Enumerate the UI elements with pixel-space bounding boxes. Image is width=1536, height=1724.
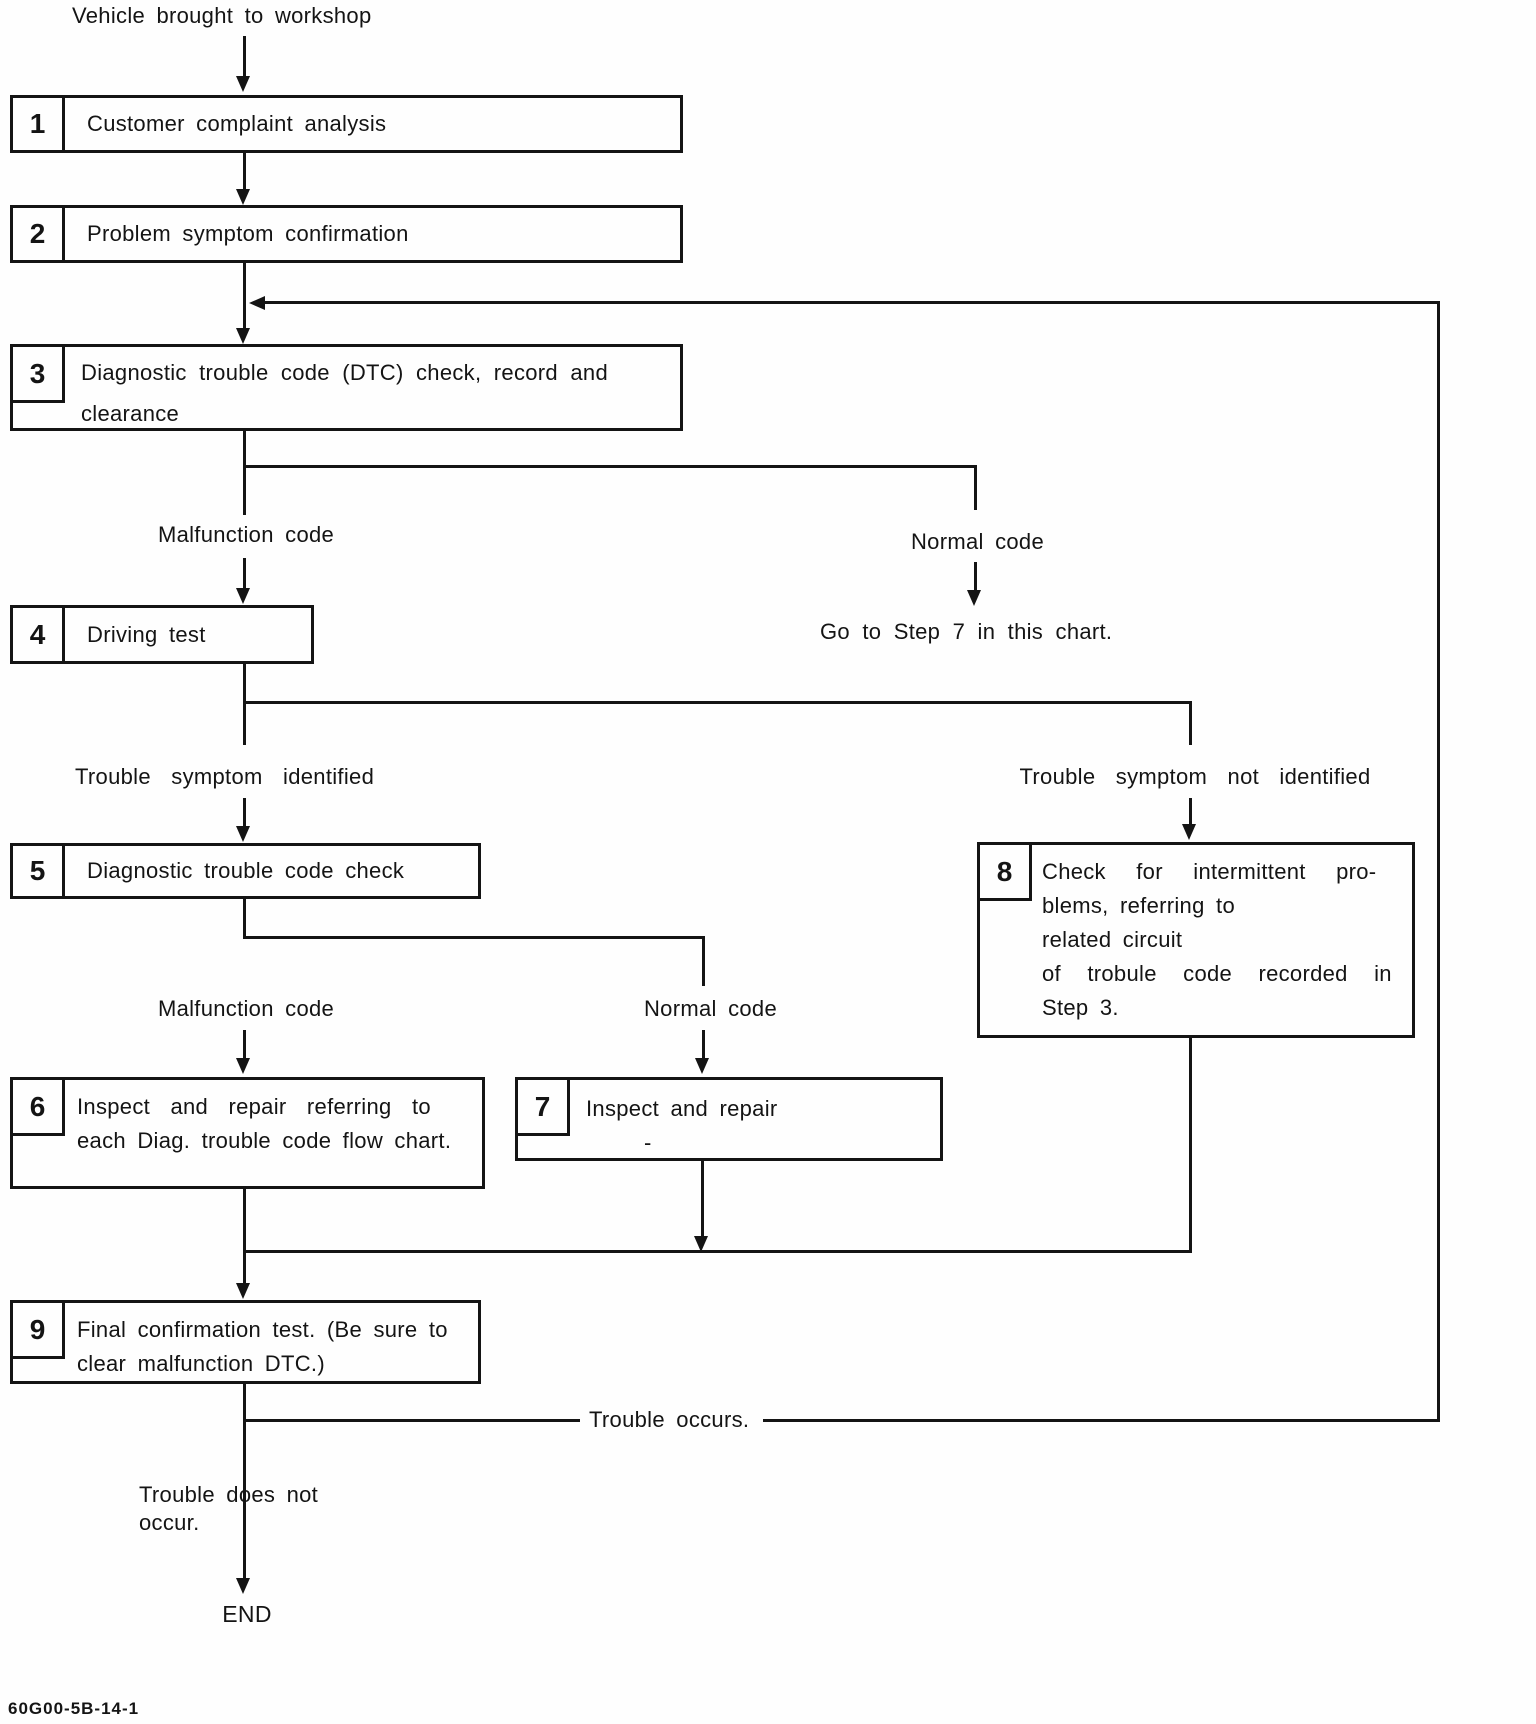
connector-step2-to-step3 (243, 263, 246, 330)
connector-step1-to-step2 (243, 153, 246, 191)
step-number: 6 (13, 1080, 65, 1136)
connector-start-to-step1 (243, 36, 246, 78)
step-number: 8 (980, 845, 1032, 901)
step-number: 5 (13, 846, 65, 896)
step-box-7: 7 Inspect and repair - (515, 1077, 943, 1161)
arrow-down-icon (236, 1578, 250, 1594)
step-box-3: 3 Diagnostic trouble code (DTC) check, r… (10, 344, 683, 431)
connector-step7-down (701, 1161, 704, 1238)
step-number: 9 (13, 1303, 65, 1359)
connector-trouble-occurs-left (246, 1419, 580, 1422)
branch-label-trouble-identified: Trouble symptom identified (75, 764, 375, 789)
step-number: 7 (518, 1080, 570, 1136)
connector-malfunction1-arrow (243, 558, 246, 590)
trouble-does-not-occur-label-line1: Trouble does not (139, 1482, 319, 1507)
connector-feedback-top (264, 301, 1440, 304)
connector-step4-down (243, 664, 246, 745)
step-text: Problem symptom confirmation (87, 221, 409, 246)
step-text: Driving test (87, 621, 206, 647)
connector-malfunction2-arrow (243, 1030, 246, 1060)
step-text: clear malfunction DTC.) (77, 1351, 325, 1376)
step-text-dash: - (644, 1130, 652, 1155)
connector-normal1-arrow (974, 562, 977, 592)
step-box-9: 9 Final confirmation test. (Be sure to c… (10, 1300, 481, 1384)
step-text: clearance (81, 401, 180, 426)
step-text: Customer complaint analysis (87, 111, 387, 136)
arrow-down-icon (236, 76, 250, 92)
step-box-8: 8 Check for intermittent pro- blems, ref… (977, 842, 1415, 1038)
step-text: Check for intermittent pro- (1042, 859, 1377, 884)
trouble-does-not-occur-label-line2: occur. (139, 1510, 200, 1535)
step-text: Diagnostic trouble code check (87, 858, 405, 883)
connector-branch-not-identified (243, 701, 1192, 704)
step-text: related circuit (1042, 927, 1183, 952)
trouble-occurs-label: Trouble occurs. (589, 1407, 750, 1432)
connector-feedback-right (1437, 301, 1440, 1422)
branch-label-malfunction-code-2: Malfunction code (157, 996, 335, 1021)
step-text: Diagnostic trouble code (DTC) check, rec… (81, 360, 608, 385)
branch-label-trouble-not-identified: Trouble symptom not identified (1019, 764, 1371, 789)
arrow-down-icon (236, 328, 250, 344)
arrow-down-icon (694, 1236, 708, 1252)
step-box-5: 5 Diagnostic trouble code check (10, 843, 481, 899)
step-box-1: 1 Customer complaint analysis (10, 95, 683, 153)
goto-step7-label: Go to Step 7 in this chart. (820, 619, 1113, 644)
step-box-6: 6 Inspect and repair referring to each D… (10, 1077, 485, 1189)
connector-identified-arrow (243, 798, 246, 828)
end-label: END (222, 1601, 272, 1627)
branch-label-malfunction-code-1: Malfunction code (157, 522, 335, 547)
step-number: 4 (13, 608, 65, 661)
step-number: 1 (13, 98, 65, 150)
step-text: blems, referring to (1042, 893, 1235, 918)
connector-step8-down (1189, 1038, 1192, 1253)
connector-branch-not-identified-drop (1189, 701, 1192, 745)
step-number: 2 (13, 208, 65, 260)
step-text: Step 3. (1042, 995, 1119, 1020)
start-label: Vehicle brought to workshop (72, 3, 372, 28)
arrow-down-icon (236, 588, 250, 604)
step-text: Inspect and repair referring to (77, 1094, 431, 1119)
connector-branch-normal1 (243, 465, 977, 468)
connector-step3-down (243, 431, 246, 515)
arrow-down-icon (236, 189, 250, 205)
connector-branch-normal1-drop (974, 465, 977, 510)
arrow-down-icon (695, 1058, 709, 1074)
arrow-down-icon (1182, 824, 1196, 840)
connector-step5-down (243, 899, 246, 939)
step-number: 3 (13, 347, 65, 403)
connector-normal2-arrow (702, 1030, 705, 1060)
connector-merge-junction (243, 1250, 1192, 1253)
connector-trouble-occurs-right (763, 1419, 1440, 1422)
arrow-down-icon (967, 590, 981, 606)
branch-label-normal-code-1: Normal code (910, 529, 1045, 554)
connector-branch-normal2-drop (702, 936, 705, 986)
arrow-left-icon (249, 296, 265, 310)
branch-label-normal-code-2: Normal code (643, 996, 778, 1021)
connector-not-identified-arrow (1189, 798, 1192, 826)
connector-step6-to-step9 (243, 1189, 246, 1285)
step-text: Inspect and repair (586, 1096, 778, 1121)
connector-branch-normal2 (243, 936, 705, 939)
arrow-down-icon (236, 826, 250, 842)
step-box-2: 2 Problem symptom confirmation (10, 205, 683, 263)
step-box-4: 4 Driving test (10, 605, 314, 664)
arrow-down-icon (236, 1058, 250, 1074)
connector-step9-to-end (243, 1384, 246, 1580)
doc-code: 60G00-5B-14-1 (8, 1699, 140, 1718)
step-text: each Diag. trouble code flow chart. (77, 1128, 452, 1153)
step-text: of trobule code recorded in (1042, 961, 1392, 986)
arrow-down-icon (236, 1283, 250, 1299)
step-text: Final confirmation test. (Be sure to (77, 1317, 448, 1342)
